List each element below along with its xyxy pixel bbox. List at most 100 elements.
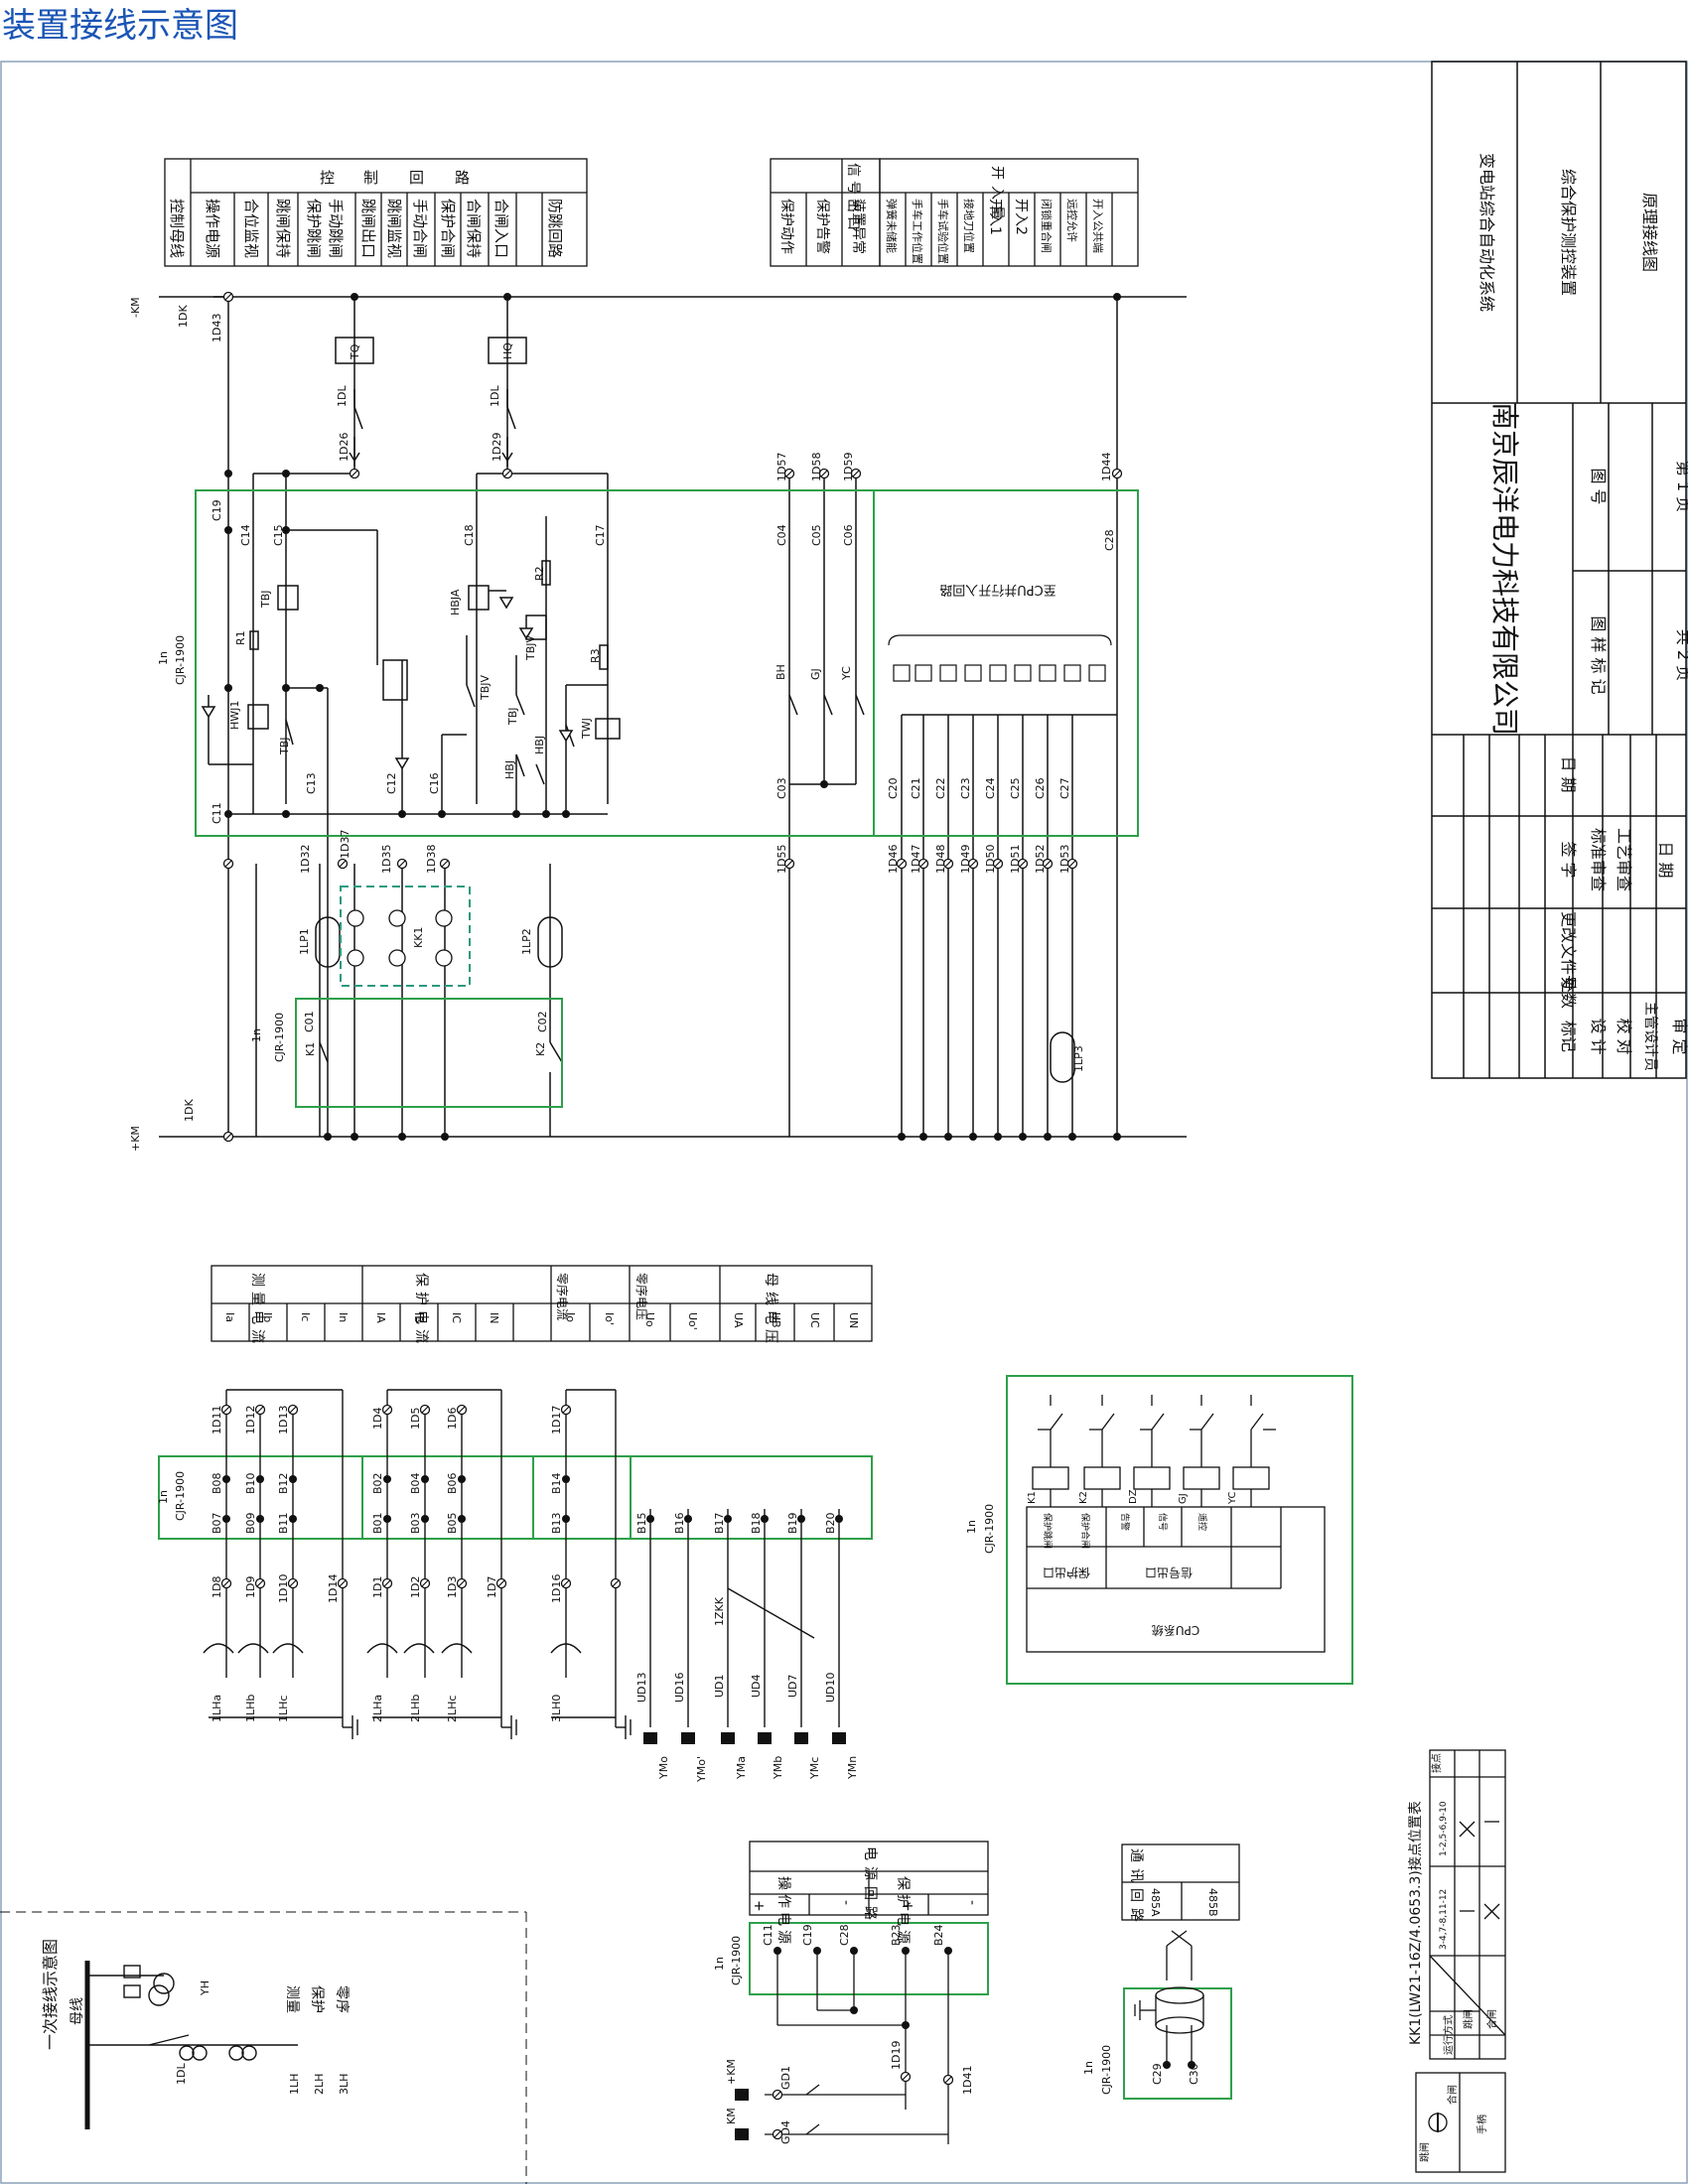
drawing-no-label: 图 号	[1589, 468, 1608, 504]
km-plus-label: +KM	[129, 1126, 142, 1152]
row-op-power: 操作电源	[204, 199, 221, 258]
page-total: 共 2 页	[1674, 629, 1688, 681]
dk-bot-label: 1DK	[183, 1099, 196, 1122]
grp-prot: 保护电流	[413, 1273, 429, 1348]
model-label: CJR-1900	[174, 635, 187, 685]
grp-meas: 测量电流	[249, 1273, 265, 1348]
power-header: 电源回路	[862, 1846, 878, 1926]
ct-2lha: 2LHa	[371, 1695, 384, 1722]
bi-block: 闭锁重合闸	[1040, 199, 1054, 253]
ctrl-h1: 控	[320, 169, 335, 187]
cpu-c1: 保护合闸	[1079, 1513, 1091, 1549]
cpu-out-prot: 保护出口	[1043, 1566, 1090, 1579]
row-prot-close: 保护合闸	[439, 199, 457, 258]
lp1-label: 1LP1	[298, 928, 311, 955]
b13: B13	[550, 1512, 563, 1534]
tb-h0: 标记	[1559, 1021, 1578, 1052]
d9: 1D9	[244, 1576, 257, 1598]
b12: B12	[277, 1472, 290, 1494]
handle-close: 合闸	[1446, 2085, 1459, 2105]
sig-prot-alarm: 保护告警	[814, 199, 830, 254]
bi-spring: 弹簧未储能	[885, 199, 899, 253]
tbj2-label: TBJ	[278, 737, 291, 755]
tbjv2-label: TBJV	[524, 634, 537, 661]
ud10: UD10	[824, 1672, 837, 1703]
b17: B17	[713, 1512, 726, 1534]
tb-h1: 处数	[1559, 977, 1578, 1009]
cpu-output-text: 1n CJR-1900 CPU系统 保护出口 信号出口 保护跳闸 保护合闸 告警…	[965, 1489, 1238, 1637]
cpu-model-label: CJR-1900	[983, 1504, 996, 1554]
term-c05: C05	[810, 524, 823, 546]
b01: B01	[371, 1512, 384, 1534]
term-c27: C27	[1058, 777, 1071, 799]
ct-2lhb: 2LHb	[409, 1695, 422, 1722]
control-labels: -KM +KM 1DK 1DK 1D43 1D26 1D29 1D44 TQ H…	[129, 297, 1116, 1152]
hbj2-label: HBJ	[533, 736, 546, 754]
term-1d50: 1D50	[984, 845, 997, 874]
term-1d37: 1D37	[339, 830, 352, 859]
term-c22: C22	[934, 777, 947, 799]
role-approve: 审 定	[1670, 1018, 1688, 1054]
relay-gj: GJ	[1178, 1493, 1189, 1504]
row-trip-mon: 跳闸监视	[385, 199, 403, 258]
role-proc: 工艺审查	[1615, 828, 1633, 891]
ud4: UD4	[750, 1674, 763, 1698]
model2-label: CJR-1900	[273, 1013, 286, 1062]
device-label: 1n	[157, 651, 170, 665]
cell-uc: UC	[808, 1312, 821, 1328]
role-design: 设 计	[1589, 1018, 1608, 1054]
comm-c30: C30	[1188, 2063, 1200, 2085]
term-c28: C28	[1103, 529, 1116, 551]
ud16: UD16	[673, 1672, 686, 1703]
b11: B11	[277, 1512, 290, 1534]
term-1d46: 1D46	[887, 845, 900, 874]
single-line-diagram	[0, 1911, 527, 2184]
kk1-table-title: KK1(LW21-16Z/4.0653.3)接点位置表	[1407, 1801, 1424, 2045]
ym-n: YMn	[846, 1756, 859, 1780]
cell-IB: IB	[412, 1312, 425, 1323]
term-c24: C24	[984, 777, 997, 799]
cell-ua: UA	[732, 1312, 745, 1328]
zkk-label: 1ZKK	[713, 1596, 726, 1626]
gj-label: GJ	[809, 668, 822, 680]
page-title: 装置接线示意图	[2, 6, 238, 46]
comm-485a: 485A	[1149, 1888, 1162, 1917]
d2: 1D2	[409, 1576, 422, 1598]
company-name: 南京辰洋电力科技有限公司	[1488, 402, 1521, 736]
signal-header-text: 信号出口 保护动作 保护告警 装置异常 开入量 弹簧未储能 手车工作位置 手车试…	[778, 163, 1104, 264]
cell-un: UN	[847, 1312, 860, 1328]
pw-1d41: 1D41	[961, 2066, 974, 2095]
term-1d29: 1D29	[491, 433, 503, 462]
control-bus-label: 控制母线	[168, 199, 186, 258]
ac-header-table	[211, 1265, 873, 1342]
switch-table-text: KK1(LW21-16Z/4.0653.3)接点位置表 接点 运行方式 1-2,…	[1407, 1753, 1498, 2162]
device2-label: 1n	[250, 1028, 263, 1042]
row-close-hold: 合闸保持	[465, 199, 483, 258]
d8: 1D8	[211, 1576, 223, 1598]
term-1d48: 1D48	[934, 845, 947, 874]
comm-485b: 485B	[1206, 1888, 1219, 1917]
term-c21: C21	[910, 777, 922, 799]
dl1-label: 1DL	[336, 385, 349, 407]
d12: 1D12	[244, 1406, 257, 1434]
cell-ic: Ic	[299, 1312, 312, 1321]
bi-remote: 远控允许	[1065, 199, 1079, 242]
term-c03: C03	[775, 777, 788, 799]
grp-zero-u: 零序电压	[634, 1273, 649, 1320]
sld-prot: 保护	[309, 1985, 325, 2013]
term-1d32: 1D32	[299, 845, 312, 874]
term-c15: C15	[272, 524, 285, 546]
switch-position-table	[1415, 1749, 1506, 2173]
row-anti-pump: 防跳回路	[546, 199, 564, 258]
k2-label: K2	[534, 1042, 547, 1056]
b05: B05	[446, 1512, 459, 1534]
b10: B10	[244, 1472, 257, 1494]
lp3-label: 1LP3	[1072, 1045, 1085, 1072]
role-date: 日 期	[1656, 841, 1675, 878]
tq-label: TQ	[349, 343, 361, 360]
dl2-label: 1DL	[489, 385, 501, 407]
relay-k1: K1	[1027, 1491, 1038, 1504]
ac-input-circuit	[158, 1389, 873, 1739]
ym-o: YMo	[657, 1756, 670, 1780]
ym-a: YMa	[735, 1756, 748, 1780]
